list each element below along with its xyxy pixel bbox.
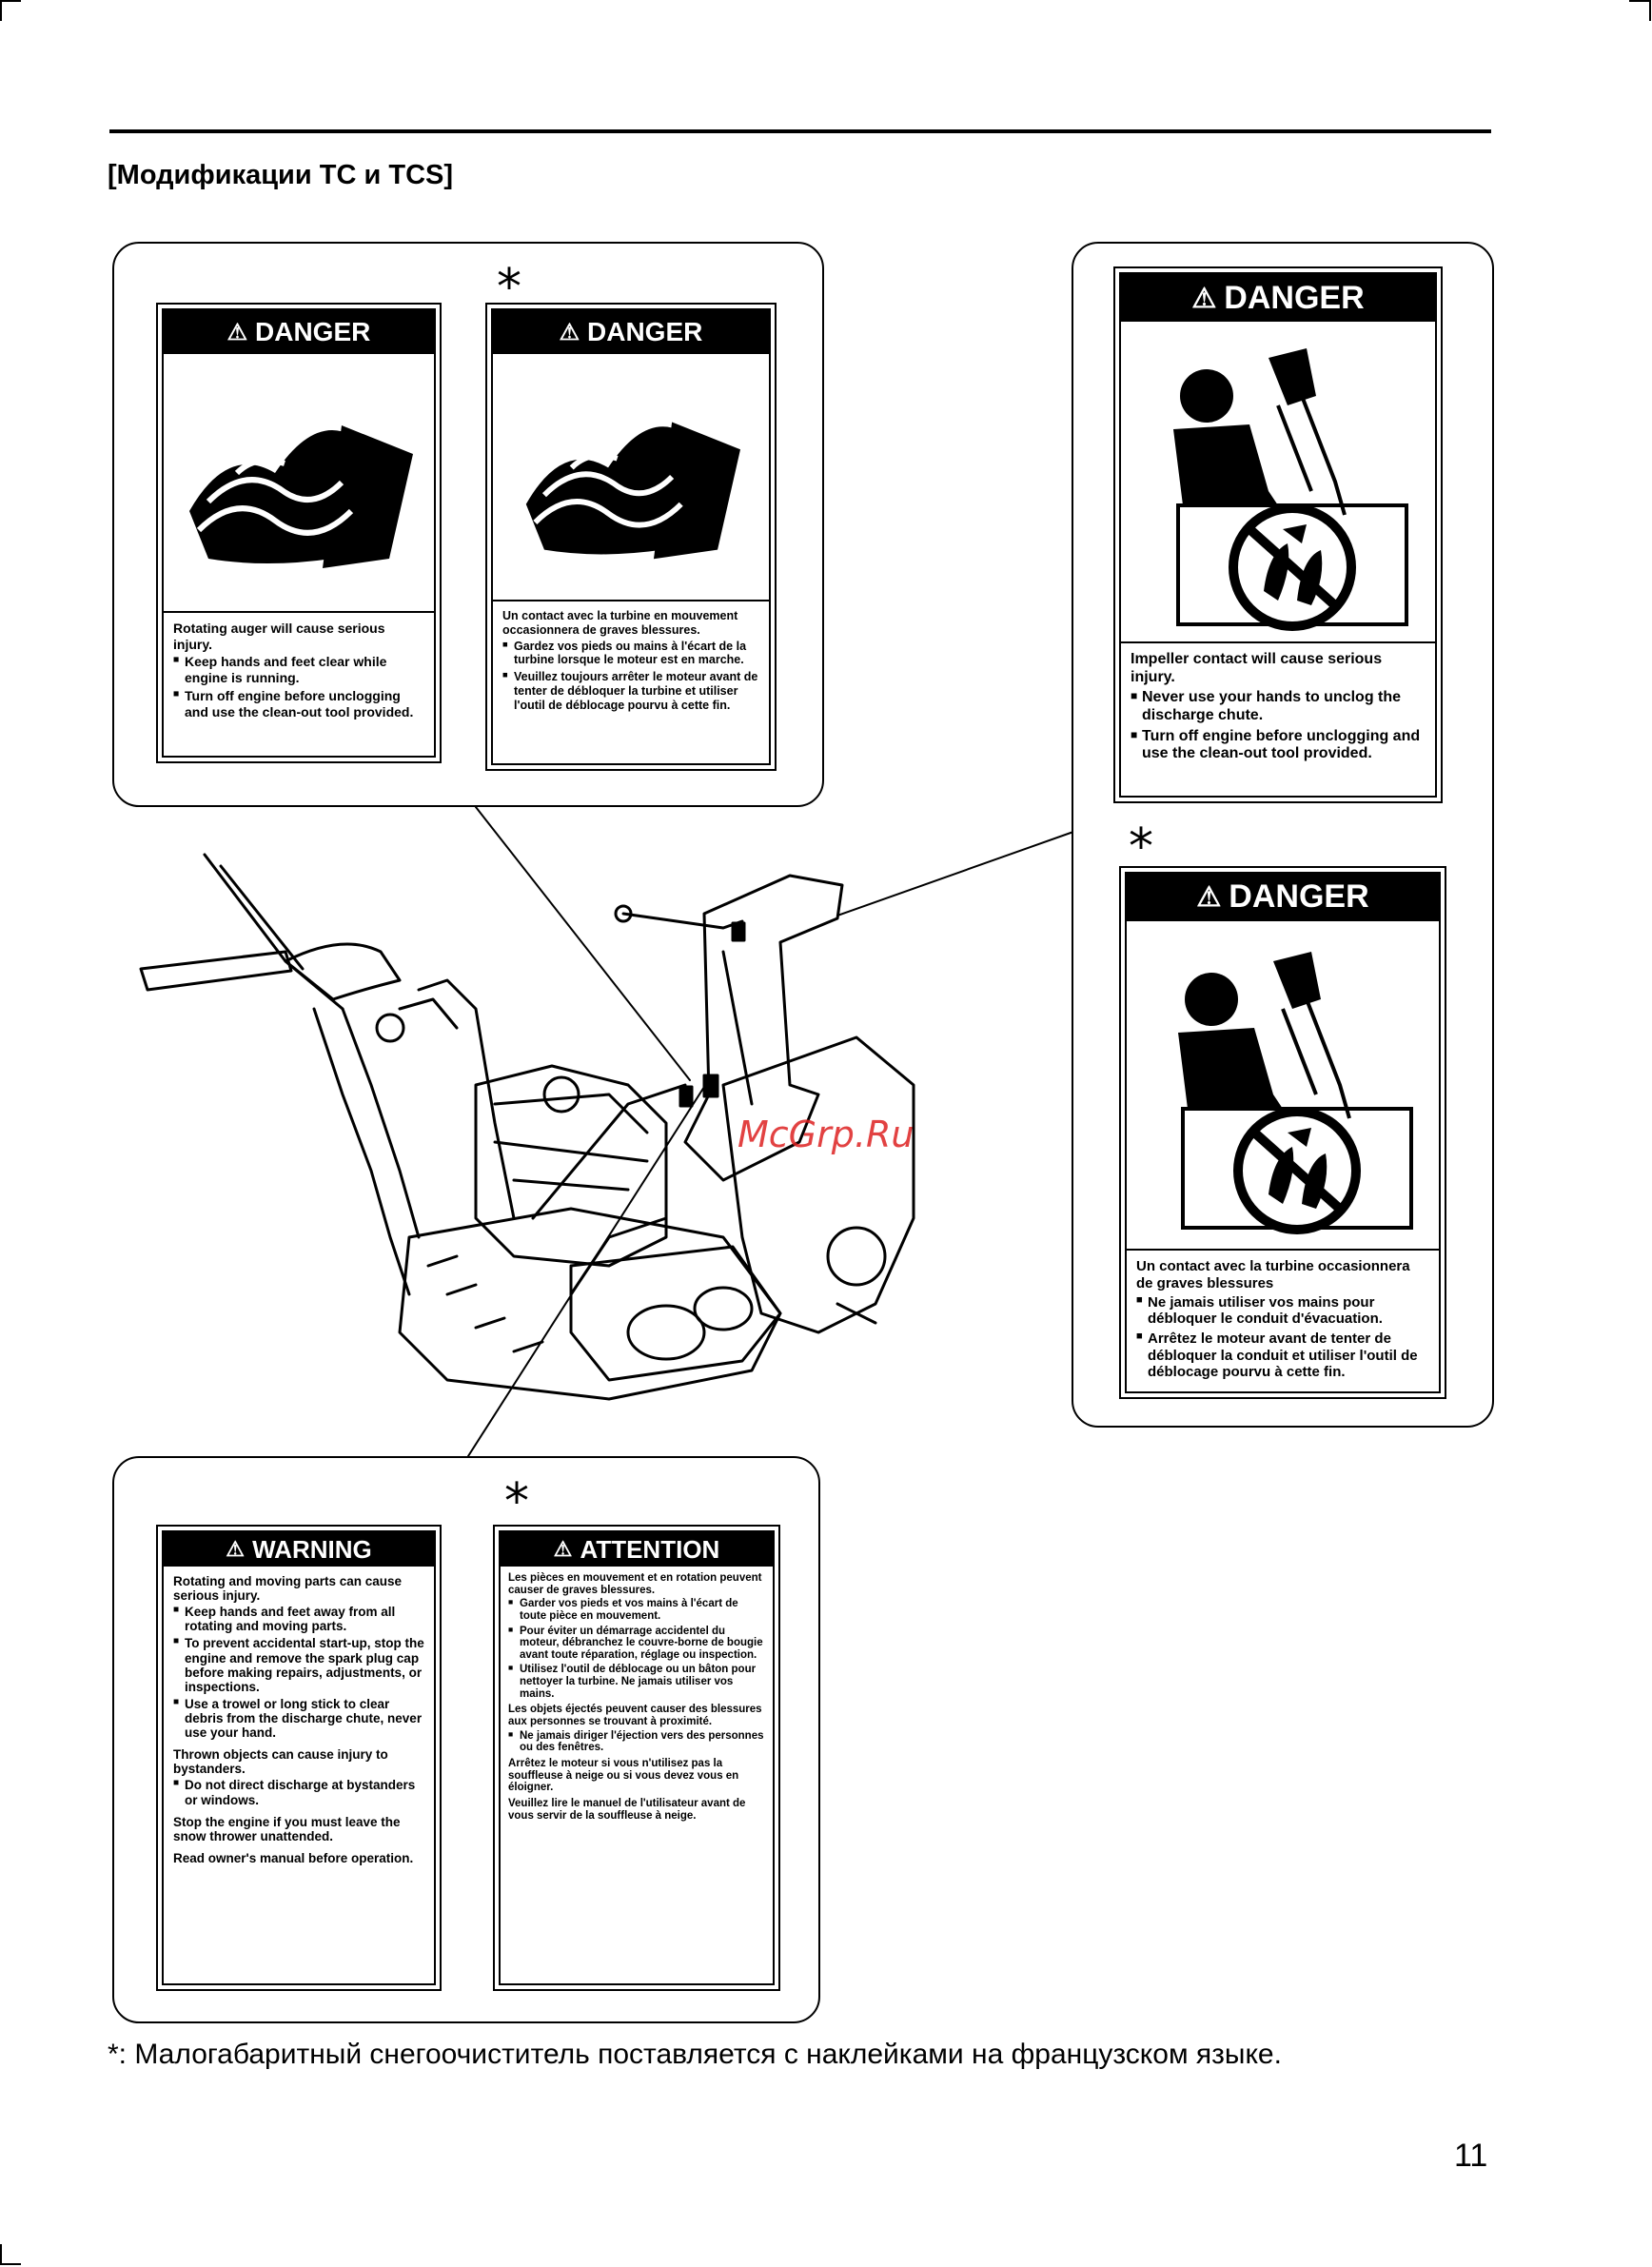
label-heading: ⚠ DANGER (164, 310, 434, 354)
label-heading: ⚠ WARNING (164, 1532, 434, 1567)
impeller-hazard-pictogram (1127, 921, 1439, 1252)
label-text: Impeller contact will cause serious inju… (1121, 643, 1435, 774)
footnote: *: Малогабаритный снегоочиститель постав… (108, 2039, 1282, 2070)
label-text: Rotating auger will cause serious injury… (164, 613, 434, 730)
label-danger-auger-en: ⚠ DANGER Rotating auger will cause serio… (156, 303, 442, 763)
label-heading: ⚠ DANGER (1121, 274, 1435, 322)
section-title: [Модификации TC и TCS] (108, 160, 454, 190)
warning-triangle-icon: ⚠ (553, 1537, 573, 1561)
crop-mark-top-left (0, 0, 2, 21)
label-danger-impeller-fr: ⚠ DANGER (1119, 866, 1446, 1399)
crop-mark-top-right (1649, 0, 1651, 21)
warning-triangle-icon: ⚠ (226, 319, 247, 345)
label-text: Les pièces en mouvement et en rotation p… (501, 1567, 773, 1829)
page-number: 11 (1454, 2138, 1488, 2174)
auger-hazard-pictogram (493, 354, 769, 601)
crop-mark-bottom-left-h (0, 2263, 21, 2265)
asterisk-mark: * (504, 1473, 529, 1530)
auger-hazard-pictogram (164, 354, 434, 613)
label-danger-impeller-en: ⚠ DANGER (1113, 266, 1443, 803)
label-text: Un contact avec la turbine occasionnera … (1127, 1251, 1439, 1391)
crop-mark-top-right-h (1629, 0, 1650, 2)
warning-triangle-icon: ⚠ (559, 319, 580, 345)
label-heading: ⚠ DANGER (1127, 874, 1439, 921)
warning-triangle-icon: ⚠ (226, 1537, 246, 1561)
label-text: Rotating and moving parts can cause seri… (164, 1567, 434, 1875)
label-danger-auger-fr: ⚠ DANGER Un contact avec la turbine en m… (485, 303, 777, 771)
label-attention-fr: ⚠ ATTENTION Les pièces en mouvement et e… (493, 1525, 780, 1991)
label-text: Un contact avec la turbine en mouvement … (493, 601, 769, 722)
label-heading: ⚠ ATTENTION (501, 1532, 773, 1567)
label-warning-en: ⚠ WARNING Rotating and moving parts can … (156, 1525, 442, 1991)
warning-triangle-icon: ⚠ (1196, 882, 1222, 914)
asterisk-mark: * (1129, 818, 1153, 876)
impeller-hazard-pictogram (1121, 322, 1435, 643)
header-rule (109, 129, 1491, 133)
crop-mark-top-left-h (0, 0, 21, 2)
warning-triangle-icon: ⚠ (1191, 283, 1217, 314)
label-heading: ⚠ DANGER (493, 310, 769, 354)
crop-mark-bottom-left (0, 2244, 2, 2265)
watermark: McGrp.Ru (738, 1114, 914, 1155)
